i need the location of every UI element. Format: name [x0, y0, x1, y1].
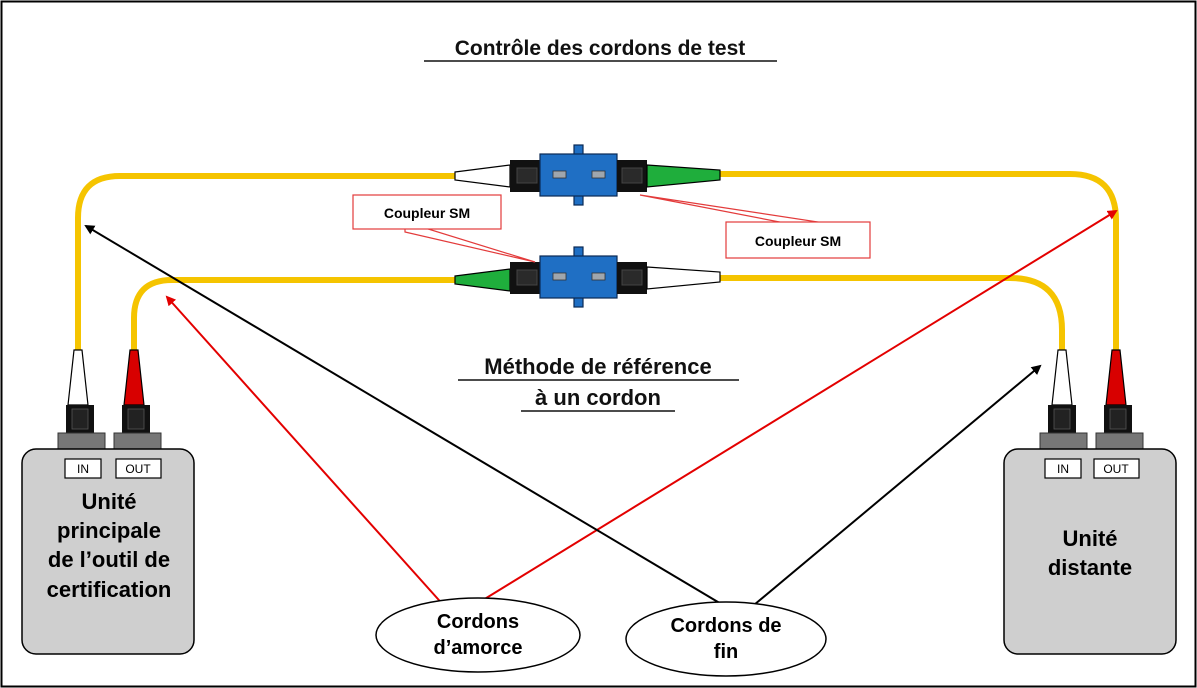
out-port-bulkhead	[1095, 432, 1144, 451]
callout-right: Coupleur SM	[639, 194, 871, 259]
callout-left: Coupleur SM	[352, 194, 536, 263]
fiber-top-left	[75, 173, 459, 356]
launch-cords-line-1: Cordons	[437, 611, 519, 633]
launch-cords-ellipse	[375, 597, 581, 673]
fiber-bottom-right	[717, 275, 1065, 356]
out-connector-collar	[127, 408, 145, 430]
in-port-bulkhead	[57, 432, 106, 451]
out-connector-collar	[1109, 408, 1127, 430]
in-connector-collar	[1053, 408, 1071, 430]
launch-cords-line-2: d’amorce	[434, 637, 523, 659]
remote-unit-out-label: OUT	[1103, 462, 1129, 476]
method-line-2: à un cordon	[535, 385, 661, 410]
main-unit-line-1: Unité	[82, 489, 137, 514]
arrow-red-to-main-out	[165, 295, 447, 609]
main-unit-line-3: de l’outil de	[48, 547, 170, 572]
launch-cords-label: Cordons d’amorce	[375, 597, 581, 673]
connector-ferrule	[621, 167, 643, 184]
main-unit-in-tag	[64, 458, 102, 479]
title-group: Contrôle des cordons de test	[424, 37, 777, 62]
coupler-bottom	[454, 246, 721, 308]
coupler-label-right: Coupleur SM	[755, 233, 841, 249]
remote-unit-line-2: distante	[1048, 555, 1132, 580]
remote-unit-out-tag	[1093, 458, 1140, 479]
arrow-black-to-remote-in	[747, 364, 1042, 611]
remote-unit-body	[1003, 448, 1177, 655]
main-unit-out-label: OUT	[125, 462, 151, 476]
tail-cords-label: Cordons de fin	[625, 601, 827, 677]
arrow-black-to-main-in	[84, 224, 729, 609]
coupler-top	[454, 144, 721, 206]
adapter-sleeve-right	[591, 272, 606, 281]
remote-unit: IN OUT Unité distante	[1003, 349, 1177, 655]
adapter-body	[539, 255, 618, 299]
fiber-bottom-left	[131, 277, 459, 356]
adapter-sleeve-left	[552, 170, 567, 179]
main-unit: IN OUT Unité principale de l’outil de ce…	[21, 349, 195, 655]
connector-ferrule	[516, 269, 538, 286]
remote-unit-in-tag	[1044, 458, 1082, 479]
callout-box	[352, 194, 502, 230]
diagram-title: Contrôle des cordons de test	[455, 37, 746, 60]
remote-unit-in-label: IN	[1057, 462, 1069, 476]
main-unit-body	[21, 448, 195, 655]
method-label: Méthode de référence à un cordon	[458, 354, 739, 412]
connector-ferrule	[621, 269, 643, 286]
out-port-bulkhead	[113, 432, 162, 451]
arrow-red-to-remote-out	[469, 209, 1118, 609]
coupler-label-left: Coupleur SM	[384, 205, 470, 221]
method-line-1: Méthode de référence	[484, 354, 711, 379]
adapter-sleeve-right	[591, 170, 606, 179]
in-connector-collar	[71, 408, 89, 430]
arrows	[84, 209, 1118, 611]
main-unit-in-label: IN	[77, 462, 89, 476]
tail-cords-ellipse	[625, 601, 827, 677]
green-boot	[646, 164, 721, 188]
fiber-cords	[75, 171, 1119, 356]
main-unit-line-4: certification	[47, 577, 172, 602]
remote-unit-line-1: Unité	[1063, 526, 1118, 551]
tail-cords-line-1: Cordons de	[670, 615, 781, 637]
in-port-bulkhead	[1039, 432, 1088, 451]
callout-box	[725, 221, 871, 259]
adapter-body	[539, 153, 618, 197]
white-boot	[646, 266, 721, 290]
tail-cords-line-2: fin	[714, 641, 738, 663]
main-unit-line-2: principale	[57, 518, 161, 543]
connector-ferrule	[516, 167, 538, 184]
adapter-sleeve-left	[552, 272, 567, 281]
main-unit-out-tag	[115, 458, 162, 479]
